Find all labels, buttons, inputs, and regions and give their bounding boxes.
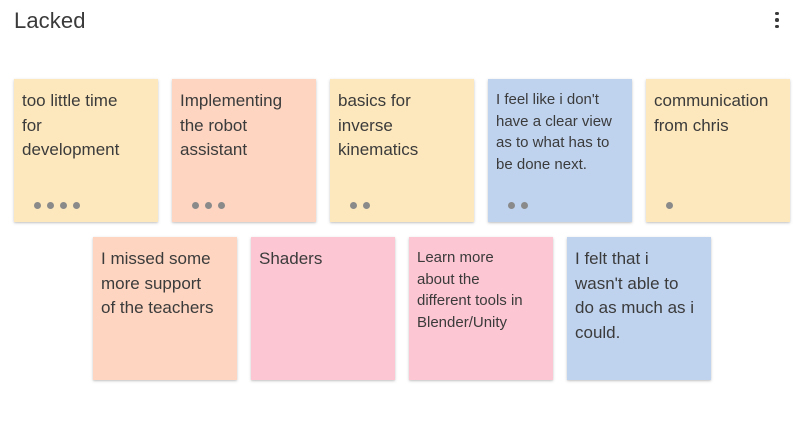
vote-dot <box>666 202 673 209</box>
note-text: basics for inverse kinematics <box>338 91 419 159</box>
vote-dot <box>363 202 370 209</box>
sticky-note[interactable]: too little time for development <box>14 79 158 222</box>
vote-dot <box>350 202 357 209</box>
sticky-note[interactable]: Shaders <box>251 237 395 380</box>
note-text: I missed some more support of the teache… <box>101 249 214 317</box>
note-text: I felt that i wasn't able to do as much … <box>575 249 695 342</box>
vote-dots <box>350 202 370 209</box>
vote-dot <box>60 202 67 209</box>
vote-dot <box>205 202 212 209</box>
vote-dot <box>508 202 515 209</box>
board-title: Lacked <box>14 8 86 33</box>
vote-dot <box>218 202 225 209</box>
vote-dot <box>34 202 41 209</box>
menu-dot <box>775 11 779 16</box>
sticky-note[interactable]: I felt that i wasn't able to do as much … <box>567 237 711 380</box>
note-text: I feel like i don't have a clear view as… <box>496 91 612 173</box>
vote-dot <box>73 202 80 209</box>
menu-dot <box>775 24 779 29</box>
sticky-note[interactable]: communication from chris <box>646 79 790 222</box>
sticky-note[interactable]: I missed some more support of the teache… <box>93 237 237 380</box>
note-text: communication from chris <box>654 91 769 135</box>
vote-dots <box>34 202 80 209</box>
sticky-note[interactable]: Learn more about the different tools in … <box>409 237 553 380</box>
sticky-note[interactable]: Implementing the robot assistant <box>172 79 316 222</box>
vote-dots <box>508 202 528 209</box>
note-text: too little time for development <box>22 91 120 159</box>
note-text: Shaders <box>259 249 323 268</box>
vote-dots <box>192 202 225 209</box>
vote-dot <box>47 202 54 209</box>
menu-dot <box>775 18 779 22</box>
sticky-note[interactable]: I feel like i don't have a clear view as… <box>488 79 632 222</box>
note-text: Learn more about the different tools in … <box>417 249 523 331</box>
vote-dots <box>666 202 673 209</box>
vote-dot <box>521 202 528 209</box>
vertical-ellipsis-icon[interactable] <box>766 8 788 32</box>
vote-dot <box>192 202 199 209</box>
note-text: Implementing the robot assistant <box>180 91 283 159</box>
sticky-note[interactable]: basics for inverse kinematics <box>330 79 474 222</box>
